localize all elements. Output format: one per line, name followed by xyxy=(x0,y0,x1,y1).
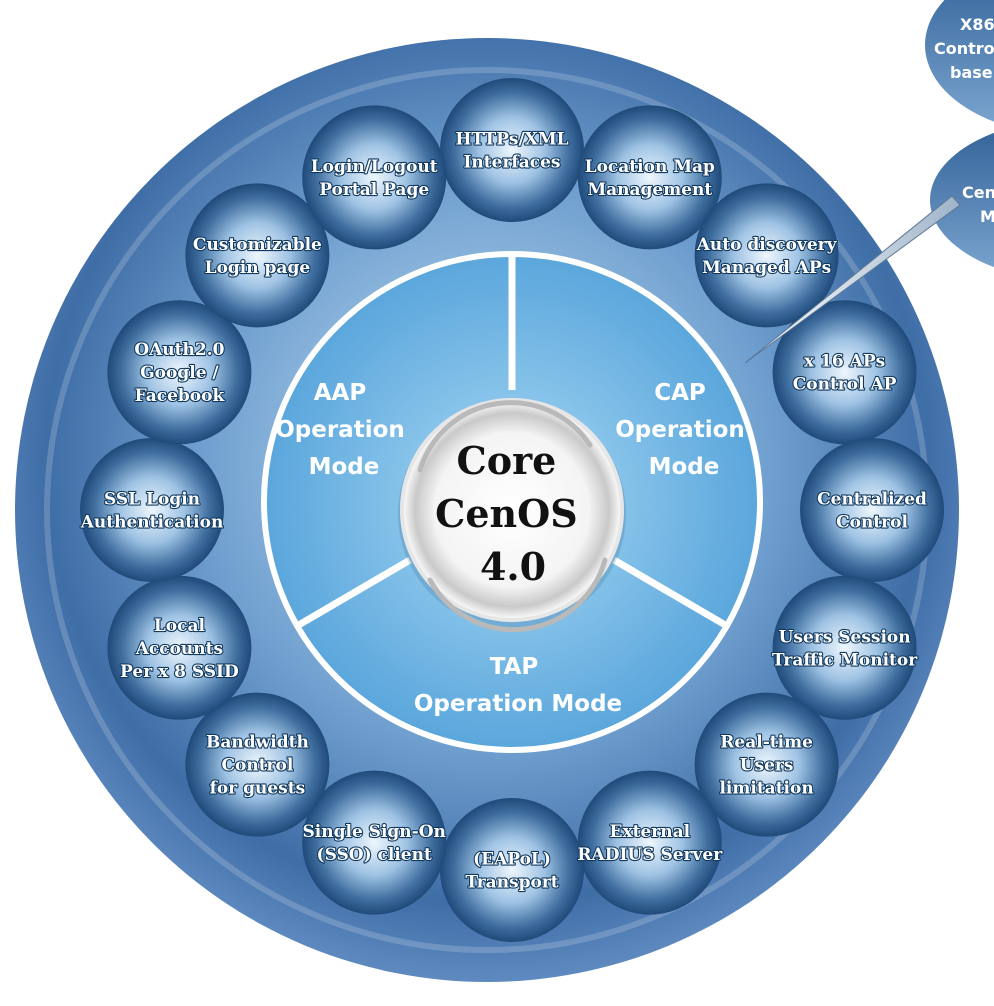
feature-bubble xyxy=(185,183,330,328)
feature-bubble xyxy=(302,770,447,915)
feature-bubble xyxy=(107,300,252,445)
feature-bubble xyxy=(694,183,839,328)
feature-bubble xyxy=(185,692,330,837)
feature-bubble xyxy=(694,692,839,837)
feature-bubble xyxy=(80,438,224,582)
feature-label: (EAPoL)Transport xyxy=(465,850,558,893)
feature-bubble xyxy=(772,575,917,720)
divider-aap-tap xyxy=(295,556,412,630)
feature-bubble xyxy=(800,438,944,582)
feature-bubble xyxy=(772,300,917,445)
feature-bubble xyxy=(107,575,252,720)
corner-top-text: X86 Contro base xyxy=(934,15,994,82)
feature-bubble xyxy=(577,770,722,915)
mode-cap: CAP Operation Mode xyxy=(615,380,753,480)
feature-bubble xyxy=(440,798,584,942)
feature-bubble xyxy=(440,78,584,222)
pointer-needle xyxy=(744,195,961,364)
core-circle xyxy=(400,398,624,622)
feature-label: Single Sign-On(SSO) client xyxy=(303,822,446,865)
mode-tap: TAP Operation Mode xyxy=(414,654,622,717)
corner-panel: X86 Contro base Cen M xyxy=(925,0,994,268)
feature-bubble xyxy=(302,105,447,250)
feature-bubble xyxy=(577,105,722,250)
mode-aap: AAP Operation Mode xyxy=(275,380,413,480)
core-swirl xyxy=(417,400,608,633)
divider-cap-tap xyxy=(612,556,729,630)
corner-bottom-text: Cen M xyxy=(962,183,994,226)
core-title: Core CenOS 4.0 xyxy=(435,438,591,589)
